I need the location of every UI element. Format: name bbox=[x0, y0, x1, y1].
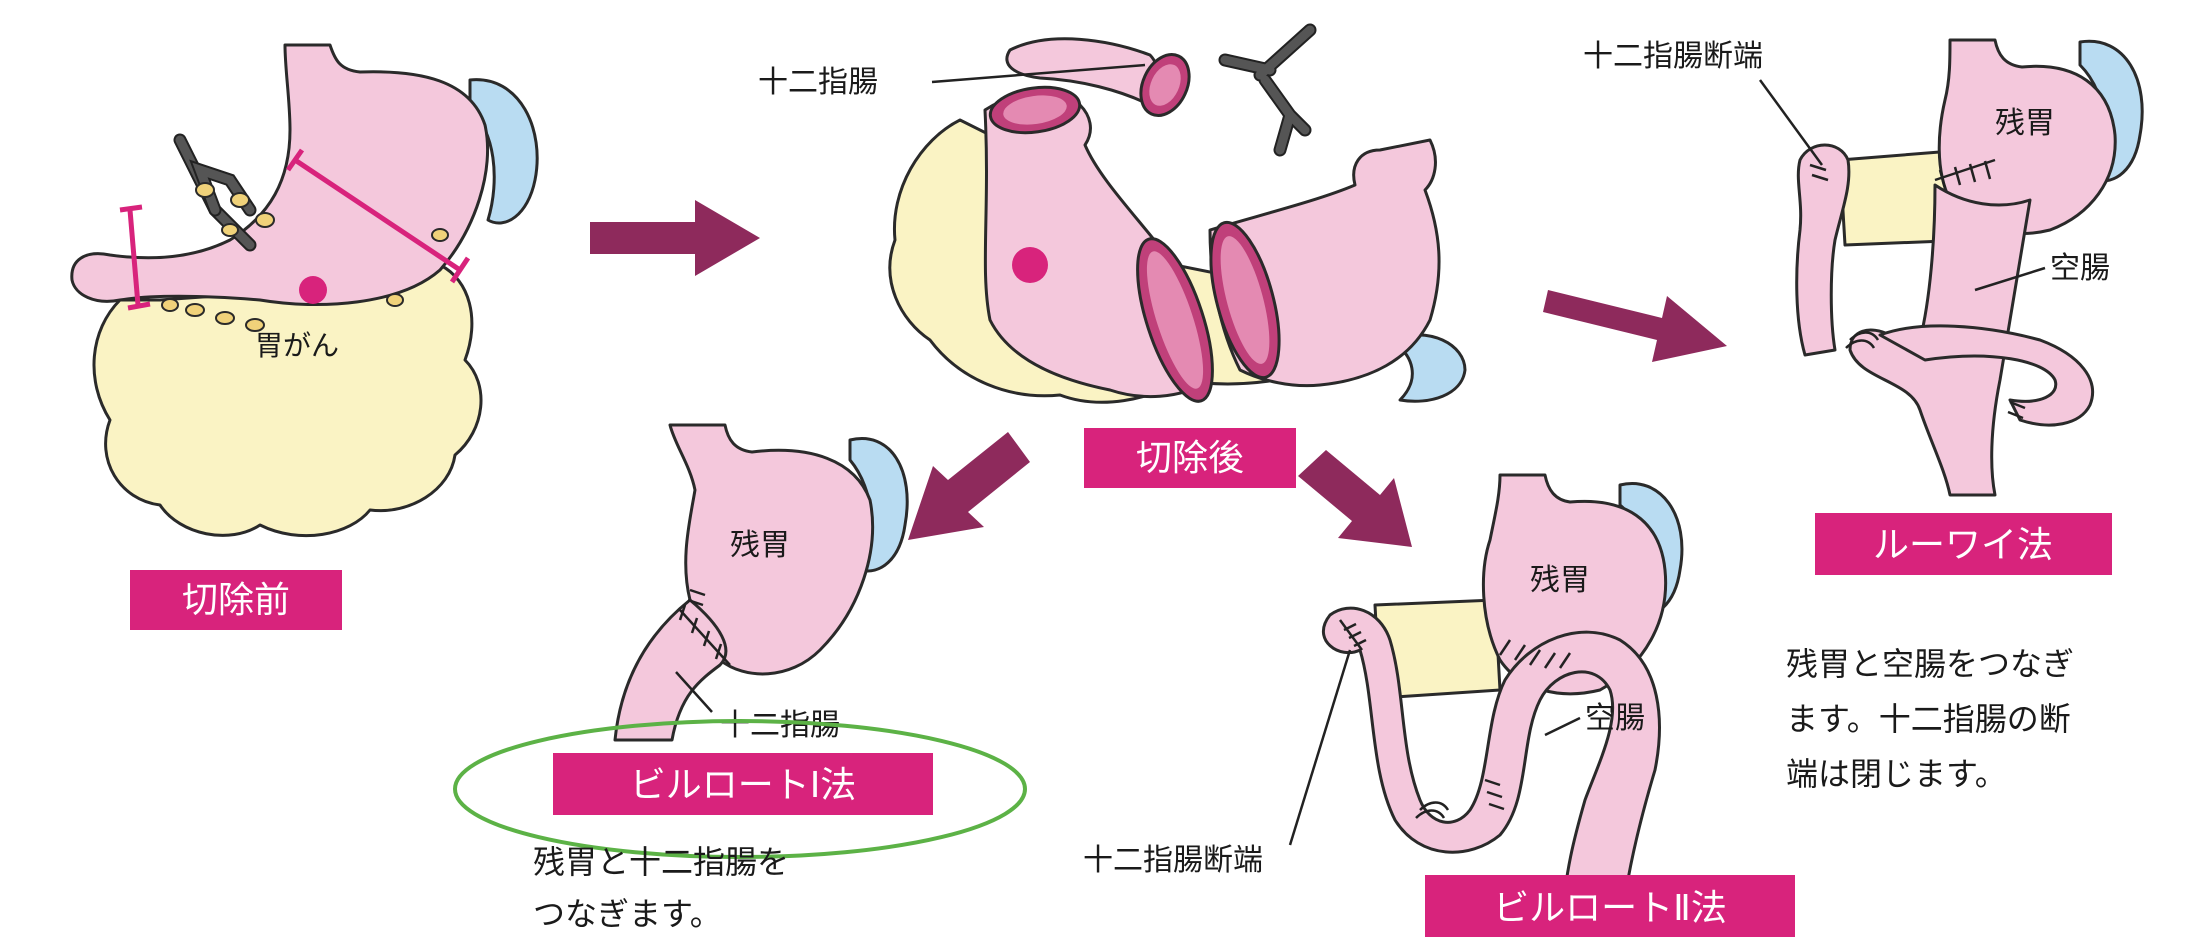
arrow-right-1 bbox=[590, 200, 760, 276]
after-label-box: 切除後 bbox=[1084, 428, 1296, 488]
billroth2-label: ビルロートⅡ法 bbox=[1493, 888, 1727, 929]
remnant-label-b1: 残胃 bbox=[730, 528, 790, 563]
leader-line bbox=[1760, 80, 1822, 165]
rouxy-description-line3: 端は閉じます。 bbox=[1786, 755, 2007, 793]
before-label-box: 切除前 bbox=[130, 570, 342, 630]
billroth1-description-line1: 残胃と十二指腸を bbox=[533, 843, 789, 881]
rouxy-description-line2: ます。十二指腸の断 bbox=[1786, 700, 2071, 738]
cancer-label: 胃がん bbox=[255, 329, 339, 362]
arrow-to-rouxy bbox=[1543, 290, 1727, 362]
rouxy-label-box: ルーワイ法 bbox=[1815, 513, 2112, 575]
billroth1-figure: 残胃 十二指腸 bbox=[615, 425, 907, 743]
jejunum-label-ry: 空腸 bbox=[2050, 251, 2110, 286]
jejunum-label-b2: 空腸 bbox=[1585, 701, 1645, 736]
billroth2-figure: 残胃 空腸 十二指腸断端 bbox=[1083, 475, 1682, 937]
duodenal-stump-label-b2: 十二指腸断端 bbox=[1083, 843, 1263, 878]
remnant-label-ry: 残胃 bbox=[1995, 106, 2055, 141]
billroth1-description-line2: つなぎます。 bbox=[533, 895, 722, 933]
tumor-icon bbox=[1012, 247, 1048, 283]
leader-line bbox=[1290, 650, 1350, 845]
before-label: 切除前 bbox=[182, 580, 290, 621]
billroth1-label-box: ビルロートⅠ法 bbox=[553, 753, 933, 815]
arrow-to-billroth2 bbox=[1298, 450, 1412, 547]
rouxy-figure: 十二指腸断端 残胃 空腸 bbox=[1583, 39, 2142, 495]
remnant-label-b2: 残胃 bbox=[1530, 563, 1590, 598]
billroth1-label: ビルロートⅠ法 bbox=[630, 765, 857, 806]
leader-line bbox=[1545, 718, 1580, 735]
tumor-icon bbox=[299, 276, 327, 304]
rouxy-description-line1: 残胃と空腸をつなぎ bbox=[1786, 645, 2074, 683]
before-resection-figure: 胃がん bbox=[72, 45, 537, 536]
rouxy-label: ルーワイ法 bbox=[1873, 525, 2053, 566]
duodenum-b1 bbox=[615, 600, 726, 740]
after-resection-figure: 十二指腸 bbox=[758, 30, 1465, 409]
duodenum-label-top: 十二指腸 bbox=[758, 65, 878, 100]
duodenal-stump-ry bbox=[1797, 145, 1849, 355]
billroth2-label-box: ビルロートⅡ法 bbox=[1425, 875, 1795, 937]
cut-tick bbox=[120, 207, 142, 210]
duodenal-stump-label-ry: 十二指腸断端 bbox=[1583, 39, 1763, 74]
cut-tick bbox=[452, 258, 468, 282]
after-label: 切除後 bbox=[1136, 438, 1244, 479]
arrow-to-billroth1 bbox=[908, 432, 1030, 540]
